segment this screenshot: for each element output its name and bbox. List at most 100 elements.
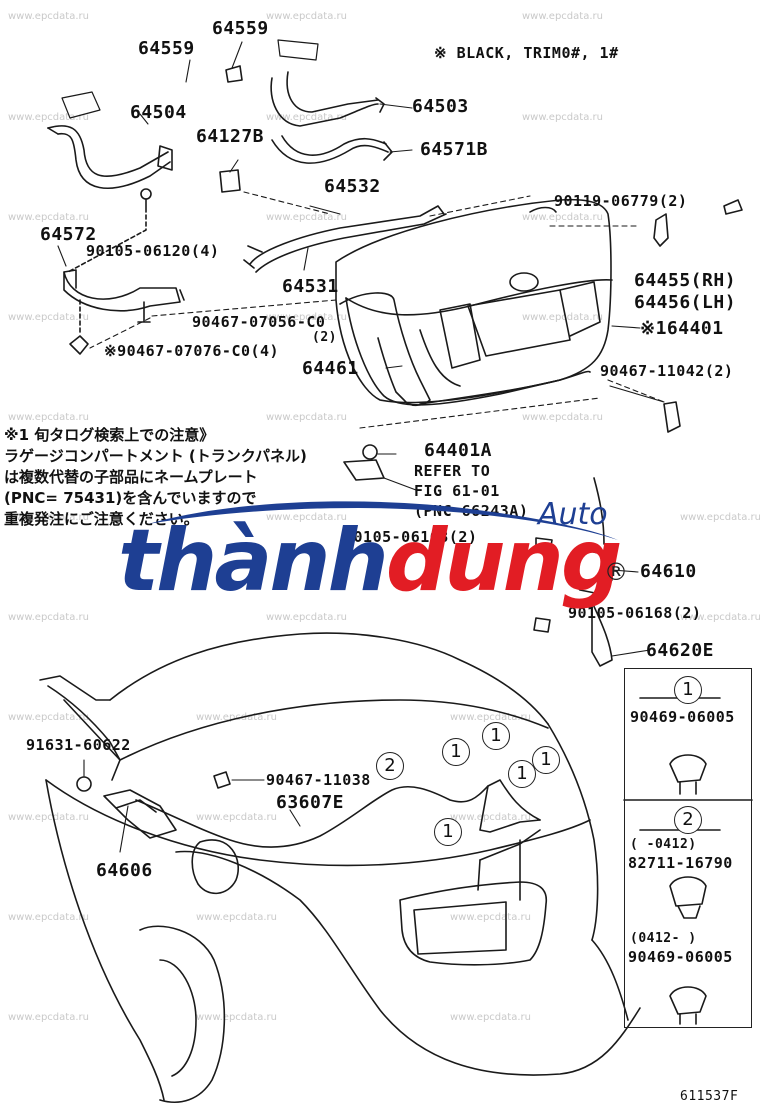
part-90467-07056: 90467-07056-C0 — [192, 313, 326, 331]
watermark: www.epcdata.ru — [8, 512, 89, 523]
watermark: www.epcdata.ru — [266, 312, 347, 323]
part-64531: 64531 — [282, 276, 339, 297]
watermark: www.epcdata.ru — [196, 812, 277, 823]
part-64461: 64461 — [302, 358, 359, 379]
callout-circle-1: 1 — [434, 818, 462, 846]
watermark: www.epcdata.ru — [522, 312, 603, 323]
legend-part-1: 90469-06005 — [630, 708, 735, 726]
watermark: www.epcdata.ru — [8, 812, 89, 823]
legend-range-1: ( -0412) — [630, 837, 697, 852]
logo-auto: Auto — [538, 497, 608, 532]
callout-circle-1: 1 — [532, 746, 560, 774]
part-90467-11038: 90467-11038 — [266, 771, 371, 789]
watermark: www.epcdata.ru — [522, 11, 603, 22]
legend-part-2b: 90469-06005 — [628, 948, 733, 966]
watermark: www.epcdata.ru — [8, 412, 89, 423]
side-bracket-drawing — [653, 199, 743, 433]
watermark: www.epcdata.ru — [450, 712, 531, 723]
hinge-right-drawing — [219, 39, 393, 193]
watermark: www.epcdata.ru — [450, 1012, 531, 1023]
part-90467-07056-qty: (2) — [312, 330, 337, 345]
trunk-lid-drawing — [335, 198, 613, 407]
part-64559-right: 64559 — [212, 18, 269, 39]
part-64456: 64456(LH) — [634, 292, 737, 313]
note-line-3: は複数代替の子部品にネームプレート — [4, 468, 258, 486]
watermark: www.epcdata.ru — [8, 712, 89, 723]
figure-code: 611537F — [680, 1089, 739, 1104]
watermark: www.epcdata.ru — [266, 612, 347, 623]
watermark: www.epcdata.ru — [8, 1012, 89, 1023]
callout-circle-1: 1 — [442, 738, 470, 766]
logo-wordmark: thànhdung — [118, 518, 622, 604]
watermark: www.epcdata.ru — [522, 212, 603, 223]
note-line-5: 重複発注にご注意ください。 — [4, 510, 199, 528]
part-64503: 64503 — [412, 96, 469, 117]
refer-line-2: FIG 61-01 — [414, 482, 500, 500]
watermark: www.epcdata.ru — [450, 812, 531, 823]
header-note: ※ BLACK, TRIM0#, 1# — [434, 44, 619, 62]
watermark: www.epcdata.ru — [196, 1012, 277, 1023]
part-64455: 64455(RH) — [634, 270, 737, 291]
watermark: www.epcdata.ru — [266, 212, 347, 223]
part-90119-06779: 90119-06779(2) — [554, 192, 688, 210]
hinge-left-drawing — [47, 91, 185, 355]
torsion-bars-drawing — [243, 205, 447, 273]
watermark: www.epcdata.ru — [8, 612, 89, 623]
legend-circle-2: 2 — [674, 806, 702, 834]
part-91631-60622: 91631-60622 — [26, 736, 131, 754]
watermark: www.epcdata.ru — [680, 612, 760, 623]
watermark: www.epcdata.ru — [8, 312, 89, 323]
part-90467-11042: 90467-11042(2) — [600, 362, 734, 380]
watermark: www.epcdata.ru — [266, 11, 347, 22]
part-64127b: 64127B — [196, 126, 265, 147]
car-body-drawing — [39, 632, 641, 1103]
legend-range-2: (0412- ) — [630, 931, 697, 946]
watermark: www.epcdata.ru — [450, 912, 531, 923]
logo-registered: ® — [604, 558, 628, 586]
watermark: www.epcdata.ru — [8, 912, 89, 923]
watermark: www.epcdata.ru — [8, 212, 89, 223]
part-64401a: 64401A — [424, 440, 493, 461]
part-64401: ※164401 — [640, 318, 724, 339]
refer-line-1: REFER TO — [414, 462, 491, 480]
nameplate-drawing — [343, 444, 417, 491]
watermark: www.epcdata.ru — [8, 11, 89, 22]
logo-word-1: thành — [118, 511, 389, 611]
watermark: www.epcdata.ru — [266, 412, 347, 423]
part-64532: 64532 — [324, 176, 381, 197]
watermark: www.epcdata.ru — [196, 712, 277, 723]
watermark: www.epcdata.ru — [522, 412, 603, 423]
watermark: www.epcdata.ru — [680, 512, 760, 523]
part-90467-07076: ※90467-07076-C0(4) — [104, 342, 280, 360]
note-line-1: ※1 旬タログ検索上での注意》 — [4, 426, 215, 444]
legend-circle-1: 1 — [674, 676, 702, 704]
callout-circle-1: 1 — [508, 760, 536, 788]
callout-circle-1: 1 — [482, 722, 510, 750]
note-line-4: (PNC= 75431)を含んでいますので — [4, 489, 257, 507]
watermark: www.epcdata.ru — [196, 912, 277, 923]
part-64610: 64610 — [640, 561, 697, 582]
part-64559-left: 64559 — [138, 38, 195, 59]
part-64620e: 64620E — [646, 640, 715, 661]
part-63607e: 63607E — [276, 792, 345, 813]
part-64504: 64504 — [130, 102, 187, 123]
callout-circle-2: 2 — [376, 752, 404, 780]
trunk-lock-drawing — [533, 477, 613, 667]
legend-part-2a: 82711-16790 — [628, 854, 733, 872]
leader-lines — [89, 191, 665, 429]
brand-logo: thànhdung Auto ® — [118, 500, 638, 630]
logo-word-2: dung — [385, 511, 623, 611]
note-line-2: ラゲージコンパートメント (トランクパネル) — [4, 447, 307, 465]
watermark: www.epcdata.ru — [266, 112, 347, 123]
watermark: www.epcdata.ru — [266, 512, 347, 523]
watermark: www.epcdata.ru — [8, 112, 89, 123]
part-64572: 64572 — [40, 224, 97, 245]
watermark: www.epcdata.ru — [522, 112, 603, 123]
fastener-legend — [624, 668, 752, 1028]
part-90105-06168-bottom: 90105-06168(2) — [568, 604, 702, 622]
part-90105-06120: 90105-06120(4) — [86, 242, 220, 260]
part-90105-06168-top: 90105-06168(2) — [344, 528, 478, 546]
part-64606: 64606 — [96, 860, 153, 881]
callout-lines — [57, 41, 665, 657]
